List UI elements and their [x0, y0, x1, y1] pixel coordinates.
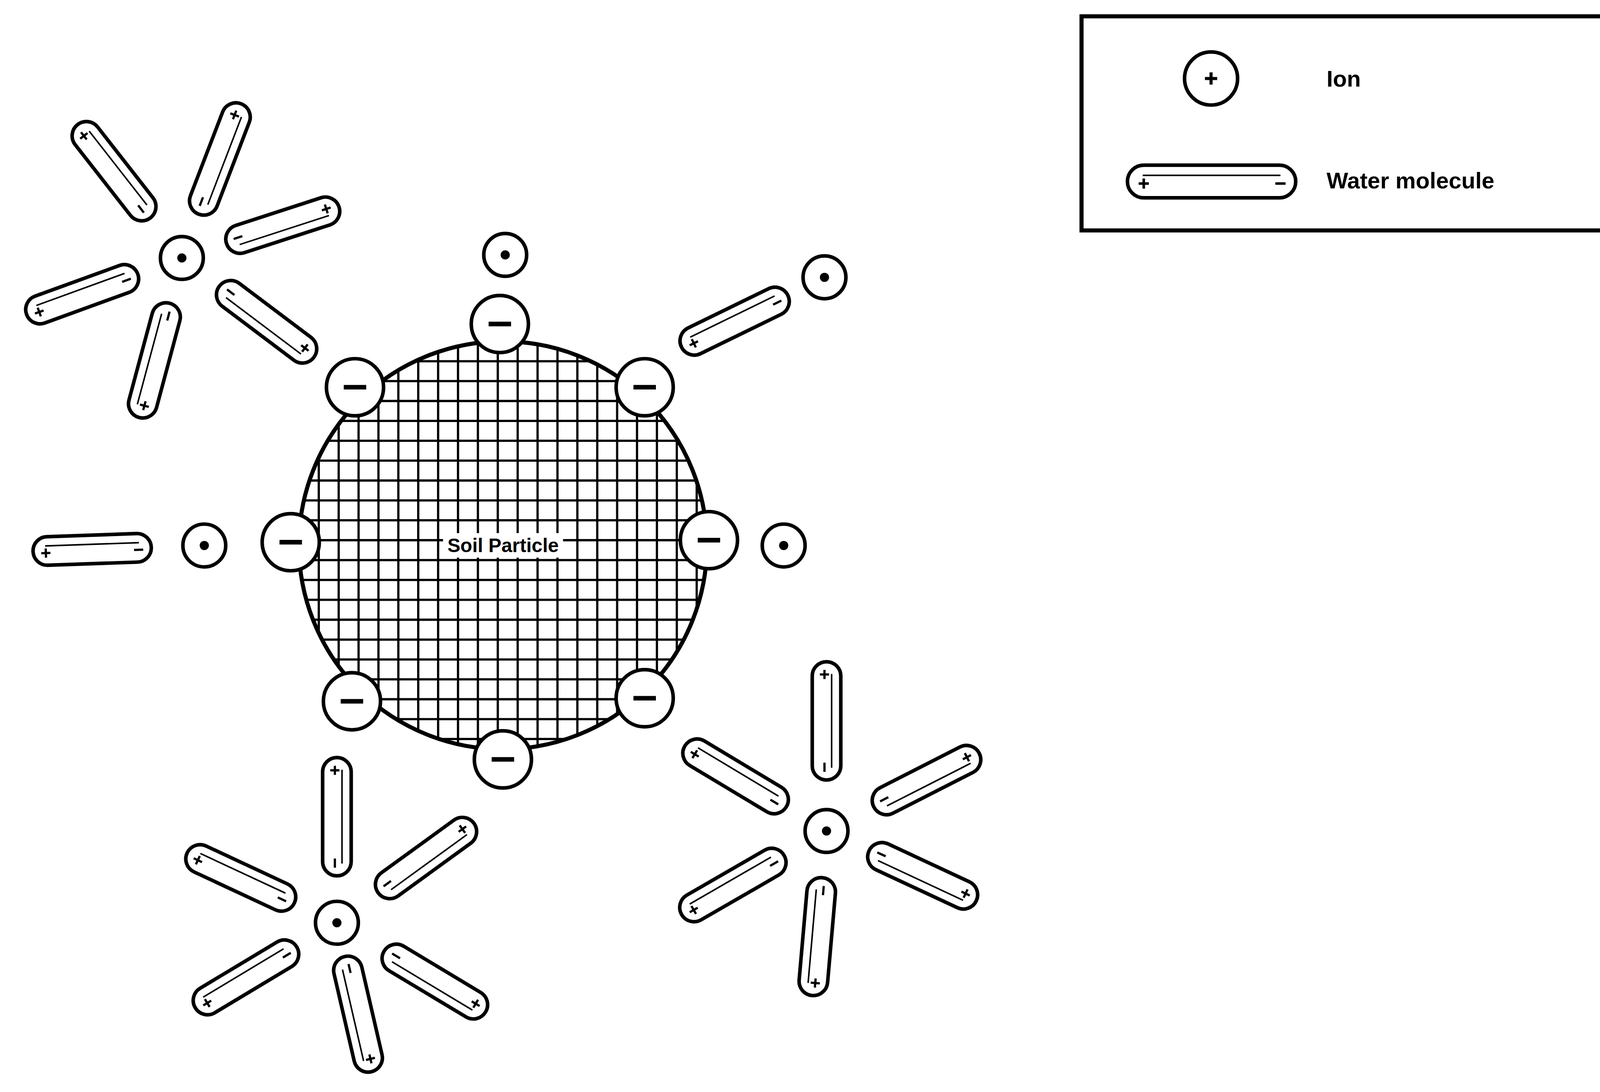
water-molecule — [32, 533, 152, 566]
ion — [762, 524, 806, 568]
ion — [802, 256, 846, 299]
legend-label: Water molecule — [1326, 167, 1495, 194]
legend-box — [1081, 16, 1600, 231]
hydrated-ion — [674, 661, 986, 997]
node-label: Soil Particle — [443, 533, 563, 558]
legend-water-sample — [1127, 165, 1296, 198]
soil-particle: Soil Particle — [293, 336, 713, 755]
hydrated-ion — [181, 757, 494, 1076]
ion — [483, 233, 527, 277]
hydrated-ion — [21, 98, 344, 422]
legend-ion-sample — [1184, 51, 1238, 106]
ion — [182, 524, 226, 568]
legend-label: Ion — [1326, 65, 1361, 92]
water-molecule — [675, 282, 795, 360]
